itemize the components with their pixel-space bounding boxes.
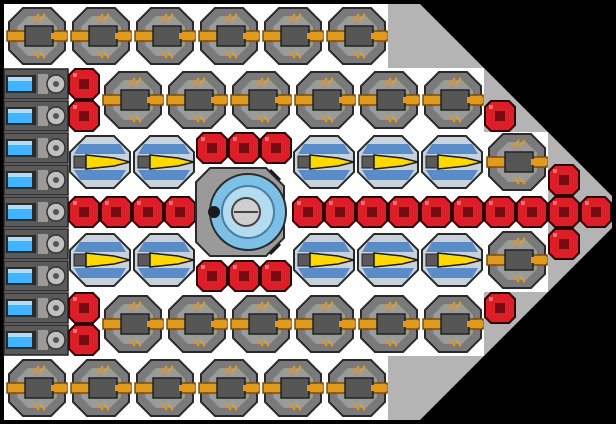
autocannon-icon[interactable]: [326, 359, 388, 417]
laser-gun-icon[interactable]: [69, 135, 131, 189]
autocannon-icon[interactable]: [422, 295, 484, 353]
laser-gun-icon[interactable]: [69, 233, 131, 287]
laser-gun-icon[interactable]: [357, 233, 419, 287]
laser-gun-icon[interactable]: [293, 135, 355, 189]
reactor-block-icon[interactable]: [68, 292, 100, 324]
reactor-block-icon[interactable]: [196, 260, 228, 292]
reactor-block-icon[interactable]: [228, 132, 260, 164]
laser-gun-icon[interactable]: [133, 233, 195, 287]
thruster-icon[interactable]: [3, 292, 69, 324]
laser-gun-icon[interactable]: [421, 135, 483, 189]
reactor-block-icon[interactable]: [292, 196, 324, 228]
autocannon-icon[interactable]: [6, 7, 68, 65]
laser-gun-icon[interactable]: [133, 135, 195, 189]
thruster-icon[interactable]: [3, 68, 69, 100]
reactor-block-icon[interactable]: [68, 68, 100, 100]
laser-gun-icon[interactable]: [421, 233, 483, 287]
reactor-block-icon[interactable]: [548, 196, 580, 228]
thruster-icon[interactable]: [3, 100, 69, 132]
reactor-block-icon[interactable]: [580, 196, 612, 228]
thruster-icon[interactable]: [3, 132, 69, 164]
autocannon-icon[interactable]: [294, 71, 356, 129]
autocannon-icon[interactable]: [70, 359, 132, 417]
reactor-block-icon[interactable]: [260, 260, 292, 292]
ship-parts: [3, 7, 612, 417]
autocannon-icon[interactable]: [102, 295, 164, 353]
autocannon-icon[interactable]: [166, 295, 228, 353]
autocannon-icon[interactable]: [294, 295, 356, 353]
reactor-block-icon[interactable]: [100, 196, 132, 228]
reactor-block-icon[interactable]: [164, 196, 196, 228]
autocannon-icon[interactable]: [486, 133, 548, 191]
autocannon-icon[interactable]: [134, 7, 196, 65]
reactor-block-icon[interactable]: [68, 324, 100, 356]
reactor-block-icon[interactable]: [516, 196, 548, 228]
thruster-icon[interactable]: [3, 324, 69, 356]
autocannon-icon[interactable]: [70, 7, 132, 65]
laser-gun-icon[interactable]: [357, 135, 419, 189]
autocannon-icon[interactable]: [358, 295, 420, 353]
autocannon-icon[interactable]: [230, 71, 292, 129]
thruster-icon[interactable]: [3, 228, 69, 260]
reactor-block-icon[interactable]: [548, 164, 580, 196]
reactor-block-icon[interactable]: [484, 292, 516, 324]
reactor-block-icon[interactable]: [68, 100, 100, 132]
reactor-block-icon[interactable]: [452, 196, 484, 228]
reactor-block-icon[interactable]: [324, 196, 356, 228]
autocannon-icon[interactable]: [326, 7, 388, 65]
reactor-block-icon[interactable]: [196, 132, 228, 164]
reactor-block-icon[interactable]: [68, 196, 100, 228]
reactor-block-icon[interactable]: [356, 196, 388, 228]
reactor-block-icon[interactable]: [484, 100, 516, 132]
reactor-block-icon[interactable]: [484, 196, 516, 228]
autocannon-icon[interactable]: [358, 71, 420, 129]
autocannon-icon[interactable]: [486, 231, 548, 289]
autocannon-icon[interactable]: [262, 359, 324, 417]
autocannon-icon[interactable]: [422, 71, 484, 129]
autocannon-icon[interactable]: [262, 7, 324, 65]
reactor-block-icon[interactable]: [420, 196, 452, 228]
command-core-icon[interactable]: [195, 167, 287, 257]
reactor-block-icon[interactable]: [132, 196, 164, 228]
autocannon-icon[interactable]: [198, 7, 260, 65]
autocannon-icon[interactable]: [6, 359, 68, 417]
autocannon-icon[interactable]: [230, 295, 292, 353]
autocannon-icon[interactable]: [198, 359, 260, 417]
reactor-block-icon[interactable]: [548, 228, 580, 260]
reactor-block-icon[interactable]: [228, 260, 260, 292]
thruster-icon[interactable]: [3, 196, 69, 228]
reactor-block-icon[interactable]: [260, 132, 292, 164]
thruster-icon[interactable]: [3, 164, 69, 196]
autocannon-icon[interactable]: [166, 71, 228, 129]
thruster-icon[interactable]: [3, 260, 69, 292]
reactor-block-icon[interactable]: [388, 196, 420, 228]
autocannon-icon[interactable]: [102, 71, 164, 129]
autocannon-icon[interactable]: [134, 359, 196, 417]
laser-gun-icon[interactable]: [293, 233, 355, 287]
